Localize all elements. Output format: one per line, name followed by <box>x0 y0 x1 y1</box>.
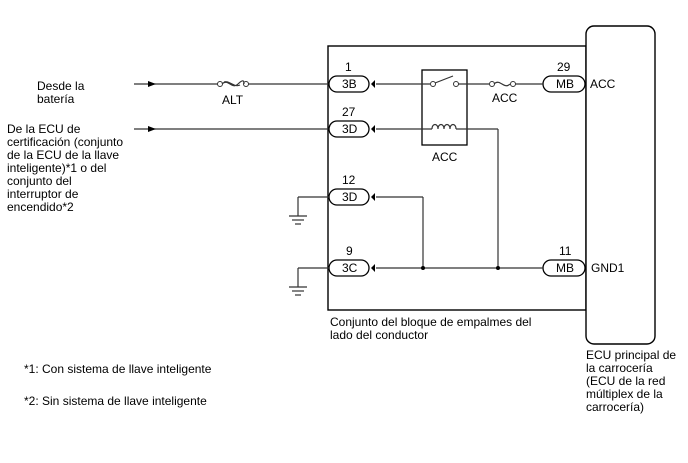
battery-wire <box>134 81 329 87</box>
arrow-icon <box>148 126 156 132</box>
arrow-icon <box>148 81 156 87</box>
battery-label: Desde la batería <box>37 79 85 106</box>
signal-label: ACC <box>590 77 616 91</box>
connector-code: 3B <box>342 77 357 91</box>
acc-fuse-label: ACC <box>492 91 518 105</box>
junction-block-label: Conjunto del bloque de empalmes del lado… <box>330 315 532 342</box>
pin-number: 27 <box>342 105 356 119</box>
relay-switch-icon <box>376 75 489 87</box>
relay-label: ACC <box>432 150 458 164</box>
pin-number: 29 <box>557 60 571 74</box>
pin-number: 9 <box>346 244 353 258</box>
connector-code: 3D <box>342 122 358 136</box>
ground-icon <box>289 196 329 225</box>
connector-1-3b <box>328 75 375 93</box>
certification-label: De la ECU de certificación (conjunto de … <box>7 122 124 214</box>
alt-fuse-icon <box>217 80 249 87</box>
alt-fuse-label: ALT <box>222 93 244 107</box>
certification-wire <box>134 126 329 132</box>
acc-relay-box <box>421 69 468 146</box>
pin-number: 11 <box>559 244 572 258</box>
junction-dot <box>496 266 500 270</box>
connector-code: 3C <box>342 261 358 275</box>
pin-number: 1 <box>345 60 352 74</box>
connector-code: MB <box>556 77 574 91</box>
pin-number: 12 <box>342 173 356 187</box>
body-ecu-outline <box>585 25 656 345</box>
relay-coil-icon <box>376 123 499 268</box>
signal-label: GND1 <box>591 261 625 275</box>
ground-icon <box>289 267 329 296</box>
footnote-1: *1: Con sistema de llave inteligente <box>24 362 212 376</box>
footnote-2: *2: Sin sistema de llave inteligente <box>24 394 207 408</box>
acc-fuse-icon <box>489 81 543 87</box>
body-ecu-label: ECU principal de la carrocería (ECU de l… <box>586 348 677 414</box>
ground-network <box>376 196 543 270</box>
junction-dot <box>421 266 425 270</box>
connector-code: MB <box>556 261 574 275</box>
connector-27-3d <box>328 120 375 138</box>
connector-code: 3D <box>342 190 358 204</box>
